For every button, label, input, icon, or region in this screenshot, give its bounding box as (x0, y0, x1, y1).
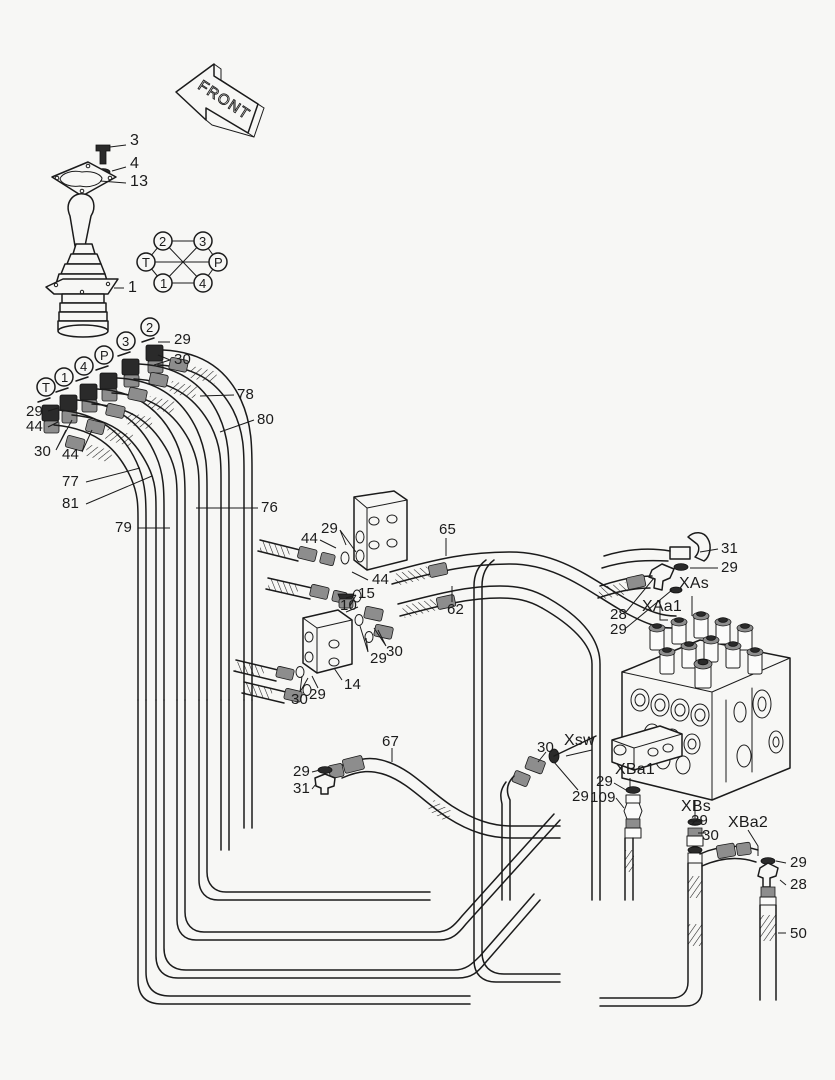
port-key-P: P (214, 255, 223, 270)
xbs-fitting (599, 818, 704, 1007)
callout-44-b: 44 (62, 446, 80, 463)
port-key-1: 1 (160, 276, 168, 291)
callout-50: 50 (790, 925, 808, 942)
manifold-feed-hoses (257, 539, 362, 604)
port-key-3: 3 (199, 234, 207, 249)
callout-29-g: 29 (610, 621, 628, 638)
callout-30-c: 30 (386, 643, 404, 660)
xba1-valve-stack (623, 786, 643, 901)
callout-44-a: 44 (26, 418, 44, 435)
callout-29-j: 29 (596, 773, 614, 790)
callout-29-i: 29 (572, 788, 590, 805)
callout-30-a: 30 (174, 351, 192, 368)
xsw-fitting (500, 735, 597, 901)
port-key-T: T (142, 255, 151, 270)
callout-80: 80 (257, 411, 275, 428)
port-tag-xaa1: XAa1 (642, 598, 682, 615)
port-pattern-hexagon (136, 231, 228, 293)
callout-29-d: 29 (370, 650, 388, 667)
hose-65-62 (389, 551, 677, 983)
junction-block-fittings (233, 593, 394, 704)
callout-30-f: 30 (702, 827, 720, 844)
upper-manifold-block (353, 490, 408, 571)
port-stack-3: 3 (122, 334, 130, 349)
callout-81: 81 (62, 495, 80, 512)
callout-29-l: 29 (790, 854, 808, 871)
callout-29-e: 29 (309, 686, 327, 703)
hose-lower-routing (137, 699, 561, 1005)
pilot-port-stems (648, 611, 764, 689)
callout-77: 77 (62, 473, 80, 490)
callout-29-h: 29 (293, 763, 311, 780)
callout-30-e: 30 (537, 739, 555, 756)
callout-109: 109 (590, 789, 616, 806)
callout-13: 13 (130, 173, 149, 190)
callout-44-c: 44 (301, 530, 319, 547)
callout-31-a: 31 (721, 540, 739, 557)
callout-29-a: 29 (174, 331, 192, 348)
callout-29-f: 29 (721, 559, 739, 576)
port-key-4: 4 (199, 276, 207, 291)
port-tag-xbs: XBs (681, 798, 711, 815)
callout-44-d: 44 (372, 571, 390, 588)
callout-29-b: 29 (26, 403, 44, 420)
xba2-tee-fitting (699, 841, 779, 1001)
port-tag-xsw: Xsw (564, 732, 595, 749)
joystick-port-fittings (36, 317, 164, 434)
callout-14: 14 (344, 676, 362, 693)
pilot-hose-bundle (53, 349, 253, 701)
mount-hardware-group (51, 144, 117, 197)
port-tag-xas: XAs (679, 575, 709, 592)
callout-29-k: 29 (691, 812, 709, 829)
callout-62: 62 (447, 601, 465, 618)
port-stack-T: T (42, 380, 51, 395)
elbow-fitting-31 (601, 532, 711, 571)
callout-28-a: 28 (610, 606, 628, 623)
port-stack-1: 1 (61, 370, 69, 385)
callout-28-b: 28 (790, 876, 808, 893)
callout-78: 78 (237, 386, 255, 403)
callout-67: 67 (382, 733, 400, 750)
callout-4: 4 (130, 155, 140, 172)
callout-79: 79 (115, 519, 133, 536)
port-key-2: 2 (159, 234, 167, 249)
joystick-assembly (45, 193, 119, 338)
main-control-valve-block (611, 611, 791, 801)
callout-29-c: 29 (321, 520, 339, 537)
port-tag-xba2: XBa2 (728, 814, 768, 831)
callout-3: 3 (130, 132, 140, 149)
callout-15: 15 (358, 585, 376, 602)
port-tag-xba1: XBa1 (615, 761, 655, 778)
leader-lines (47, 144, 787, 934)
tee-fitting-28 (597, 563, 683, 600)
hose-67 (314, 755, 561, 839)
callout-30-d: 30 (291, 691, 309, 708)
callout-65: 65 (439, 521, 457, 538)
callout-1-joystick: 1 (128, 279, 138, 296)
port-stack-4: 4 (80, 359, 88, 374)
front-arrow-icon: FRONT (175, 63, 265, 138)
callout-30-b: 30 (34, 443, 52, 460)
port-stack-P: P (100, 348, 109, 363)
callout-31-b: 31 (293, 780, 311, 797)
callout-76: 76 (261, 499, 279, 516)
lower-junction-block (302, 609, 353, 674)
valve-side-rail (611, 725, 683, 771)
port-stack-2: 2 (146, 320, 154, 335)
callout-10: 10 (340, 597, 358, 614)
